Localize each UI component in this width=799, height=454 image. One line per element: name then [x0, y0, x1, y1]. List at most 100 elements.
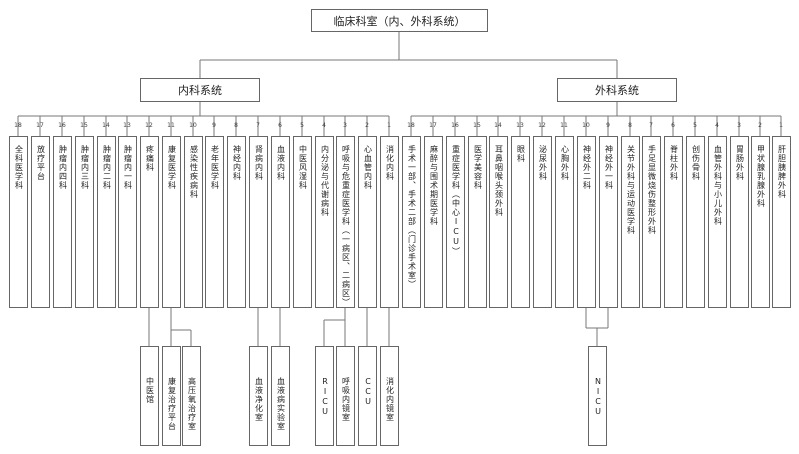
internal-department: 消化内科	[380, 136, 399, 308]
surgical-dept-number: 1	[779, 122, 783, 129]
surgical-department: 手足显微烧伤整形外科	[642, 136, 661, 308]
surgical-system-node: 外科系统	[557, 78, 677, 102]
internal-department-label: 肿瘤内一科	[123, 145, 133, 190]
sub-unit: 高压氧治疗室	[182, 346, 201, 446]
surgical-department-label: 心胸外科	[560, 145, 570, 181]
sub-unit: CCU	[358, 346, 377, 446]
surgical-department: 重症医学科（中心ICU）	[446, 136, 465, 308]
sub-unit-label: RICU	[320, 377, 330, 417]
internal-department: 疼痛科	[140, 136, 159, 308]
internal-department: 放疗平台	[31, 136, 50, 308]
surgical-department-label: 脊柱外科	[669, 145, 679, 181]
surgical-department-label: 手术一部、手术二部（门诊手术室）	[407, 145, 417, 289]
internal-dept-number: 5	[300, 122, 304, 129]
surgical-dept-number: 11	[560, 122, 568, 129]
internal-department: 内分泌与代谢病科	[315, 136, 334, 308]
internal-department: 肿瘤内三科	[75, 136, 94, 308]
internal-department-label: 呼吸与危重症医学科（一病区、二病区）	[341, 145, 351, 307]
internal-department-label: 感染性疾病科	[189, 145, 199, 199]
sub-unit: 血液病实验室	[271, 346, 290, 446]
internal-department: 老年医学科	[205, 136, 224, 308]
surgical-department-label: 重症医学科（中心ICU）	[451, 145, 461, 256]
internal-department-label: 肿瘤内二科	[102, 145, 112, 190]
surgical-department-label: 肝胆胰脾外科	[777, 145, 787, 199]
root-label: 临床科室（内、外科系统）	[333, 14, 466, 28]
internal-department: 中医风湿科	[293, 136, 312, 308]
surgical-department: 眼科	[511, 136, 530, 308]
sub-unit-label: 血液净化室	[254, 377, 264, 422]
surgical-department-label: 神经外一科	[604, 145, 614, 190]
sub-unit-label: 中医馆	[145, 377, 155, 404]
internal-dept-number: 15	[80, 122, 88, 129]
surgical-dept-number: 13	[516, 122, 524, 129]
surgical-department-label: 创伤骨科	[691, 145, 701, 181]
sub-unit-label: NICU	[593, 377, 603, 417]
sub-unit-label: CCU	[363, 377, 373, 407]
internal-dept-number: 12	[145, 122, 153, 129]
sub-unit-label: 呼吸内镜室	[341, 377, 351, 422]
internal-department: 心血管内科	[358, 136, 377, 308]
internal-department-label: 疼痛科	[145, 145, 155, 172]
internal-department-label: 老年医学科	[210, 145, 220, 190]
internal-department-label: 心血管内科	[363, 145, 373, 190]
internal-department-label: 中医风湿科	[298, 145, 308, 190]
internal-department: 肿瘤内四科	[53, 136, 72, 308]
surgical-dept-number: 4	[715, 122, 719, 129]
surgical-department-label: 手足显微烧伤整形外科	[647, 145, 657, 235]
surgical-dept-number: 6	[671, 122, 675, 129]
internal-department-label: 康复医学科	[167, 145, 177, 190]
internal-system-node: 内科系统	[140, 78, 260, 102]
surgical-dept-number: 16	[451, 122, 459, 129]
sub-unit-label: 消化内镜室	[385, 377, 395, 422]
surgical-department: 手术一部、手术二部（门诊手术室）	[402, 136, 421, 308]
sub-unit: 消化内镜室	[380, 346, 399, 446]
internal-department-label: 神经内科	[232, 145, 242, 181]
surgical-dept-number: 15	[473, 122, 481, 129]
internal-dept-number: 6	[278, 122, 282, 129]
surgical-dept-number: 18	[407, 122, 415, 129]
surgical-dept-number: 9	[606, 122, 610, 129]
internal-dept-number: 13	[123, 122, 131, 129]
surgical-department: 神经外一科	[599, 136, 618, 308]
surgical-department: 创伤骨科	[686, 136, 705, 308]
internal-dept-number: 17	[36, 122, 44, 129]
internal-department: 神经内科	[227, 136, 246, 308]
internal-dept-number: 2	[365, 122, 369, 129]
internal-dept-number: 7	[256, 122, 260, 129]
internal-department-label: 全科医学科	[14, 145, 24, 190]
sub-unit: NICU	[588, 346, 607, 446]
surgical-department-label: 耳鼻咽喉头颈外科	[494, 145, 504, 217]
internal-dept-number: 8	[234, 122, 238, 129]
internal-department-label: 内分泌与代谢病科	[320, 145, 330, 217]
internal-department: 呼吸与危重症医学科（一病区、二病区）	[336, 136, 355, 308]
internal-department: 全科医学科	[9, 136, 28, 308]
internal-dept-number: 16	[58, 122, 66, 129]
sub-unit: 中医馆	[140, 346, 159, 446]
internal-dept-number: 11	[167, 122, 175, 129]
internal-dept-number: 3	[343, 122, 347, 129]
internal-department: 血液内科	[271, 136, 290, 308]
internal-department: 康复医学科	[162, 136, 181, 308]
surgical-department-label: 眼科	[516, 145, 526, 163]
sub-unit-label: 血液病实验室	[276, 377, 286, 431]
internal-department-label: 血液内科	[276, 145, 286, 181]
surgical-department: 耳鼻咽喉头颈外科	[489, 136, 508, 308]
surgical-dept-number: 17	[429, 122, 437, 129]
internal-department-label: 肾病内科	[254, 145, 264, 181]
surgical-department: 医学美容科	[468, 136, 487, 308]
surgical-dept-number: 2	[758, 122, 762, 129]
internal-department: 肿瘤内一科	[118, 136, 137, 308]
surgical-department: 胃肠外科	[730, 136, 749, 308]
surgical-dept-number: 8	[628, 122, 632, 129]
surgical-dept-number: 10	[582, 122, 590, 129]
surgical-department-label: 关节外科与运动医学科	[626, 145, 636, 235]
surgical-department: 神经外二科	[577, 136, 596, 308]
surgical-department-label: 胃肠外科	[735, 145, 745, 181]
surgical-department-label: 医学美容科	[473, 145, 483, 190]
surgical-dept-number: 5	[693, 122, 697, 129]
internal-dept-number: 1	[387, 122, 391, 129]
internal-system-label: 内科系统	[178, 84, 222, 97]
sub-unit-label: 高压氧治疗室	[187, 377, 197, 431]
internal-department-label: 消化内科	[385, 145, 395, 181]
